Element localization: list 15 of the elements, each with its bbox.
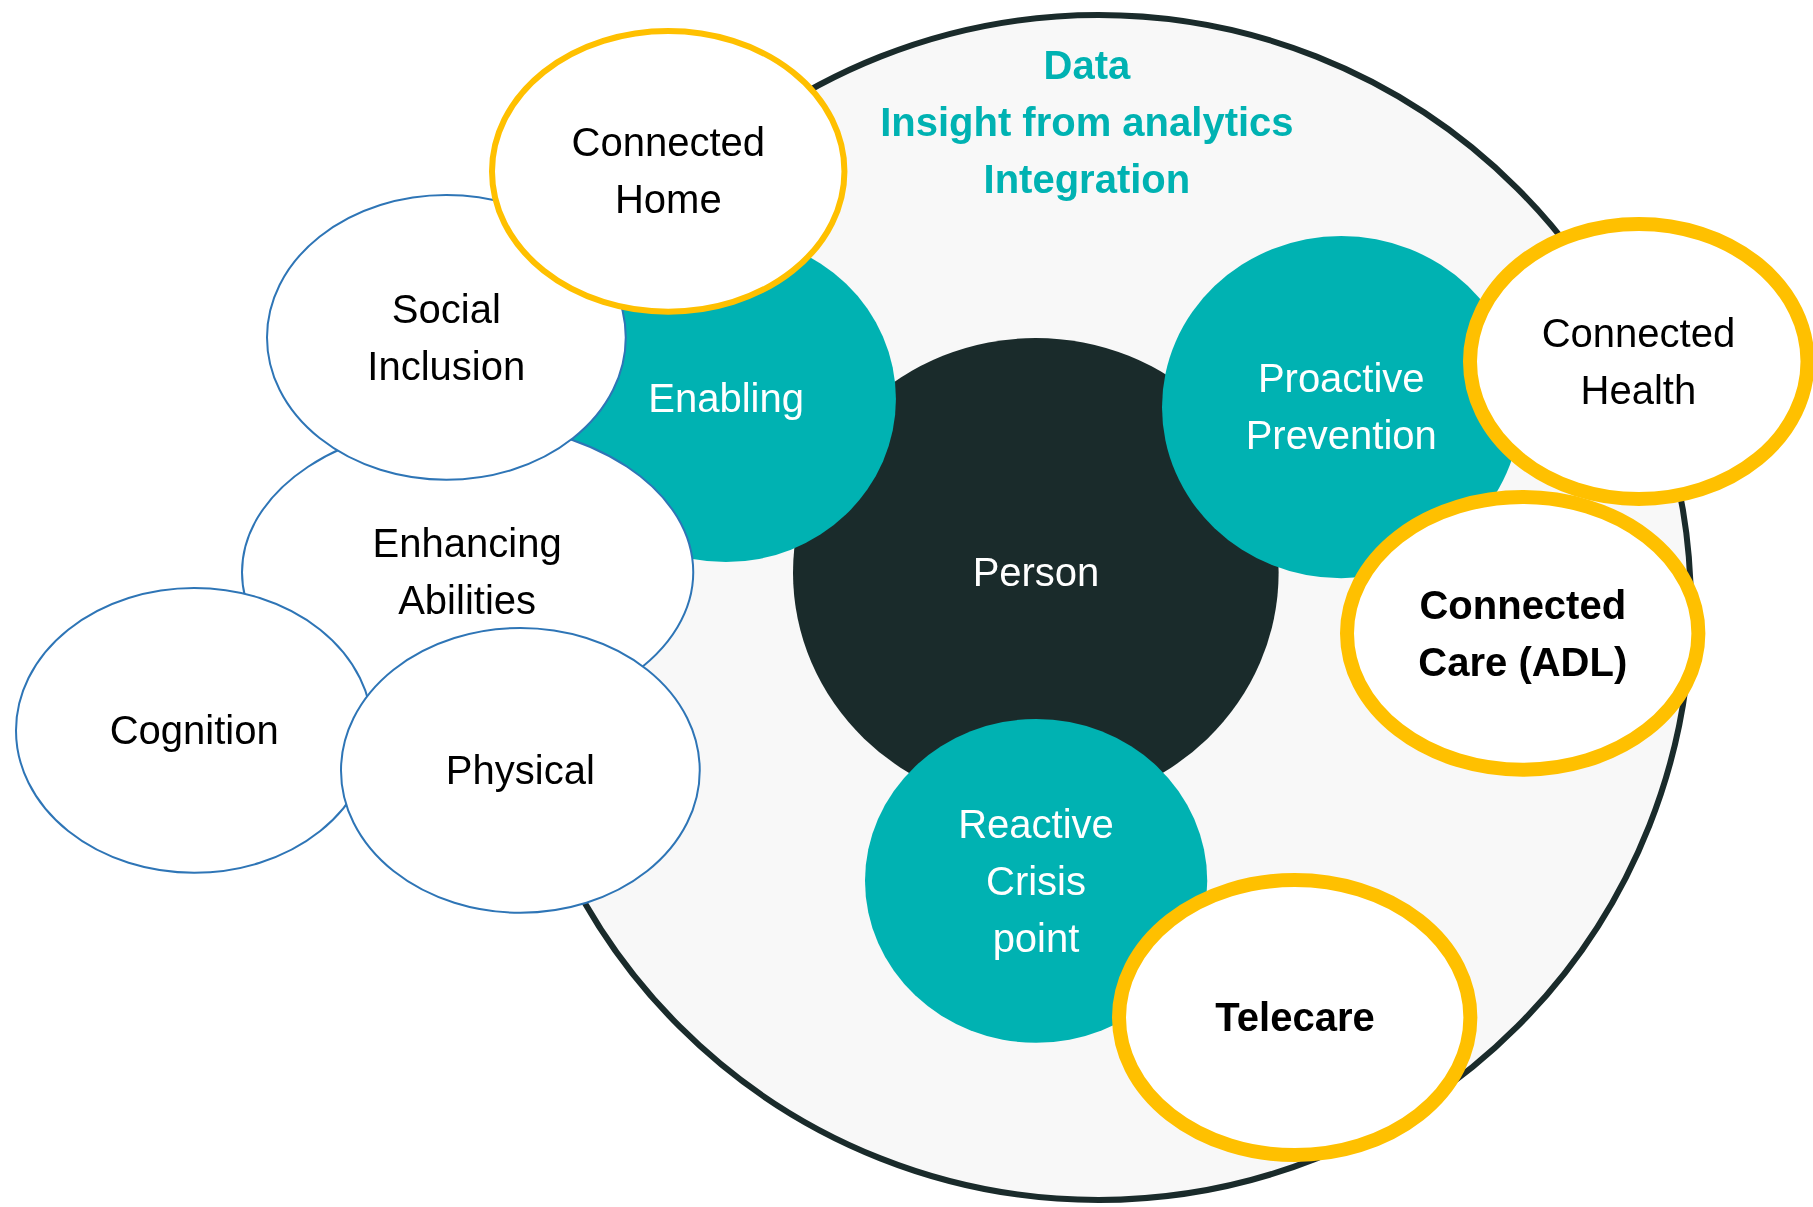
theme-label: Insight from analytics: [880, 99, 1294, 146]
circle-label: Connected Health: [1540, 309, 1737, 414]
circle-label: Physical: [445, 746, 595, 794]
theme-label: Data: [1043, 42, 1131, 89]
circle-label: Cognition: [109, 707, 279, 755]
circle-label: Connected Care (ADL): [1417, 581, 1629, 686]
circle-label: Social Inclusion: [366, 285, 527, 390]
circle-label: Proactive Prevention: [1244, 355, 1438, 459]
circle-label: Connected Home: [570, 119, 767, 224]
theme-label: Integration: [983, 156, 1191, 203]
circle-label: Telecare: [1215, 994, 1375, 1041]
circle-label: Enhancing Abilities: [371, 520, 563, 625]
circle-label: Person: [972, 548, 1100, 596]
circle-label: Reactive Crisis point: [957, 800, 1115, 962]
circle-label: Enabling: [648, 375, 804, 423]
